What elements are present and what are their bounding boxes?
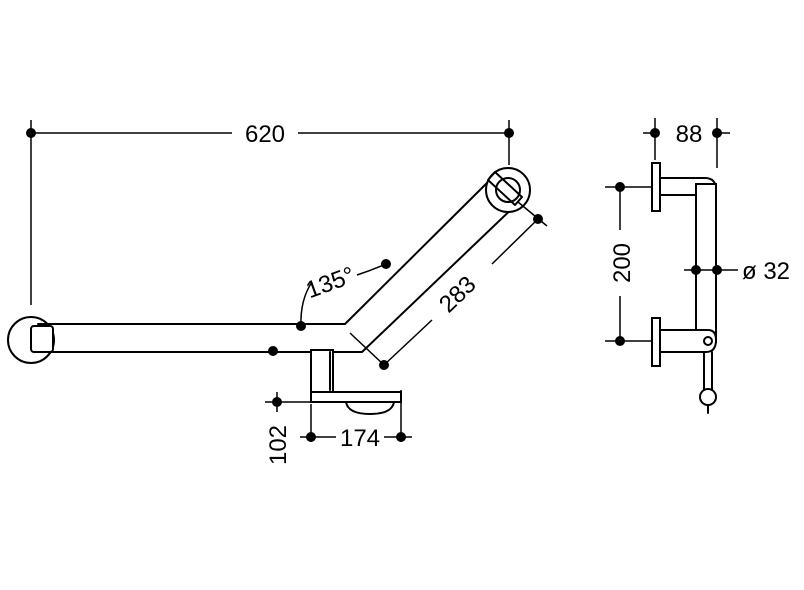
dim-bracket-height: 102: [265, 392, 311, 465]
dim-flange-spacing: 200: [605, 182, 652, 346]
top-wall-flange: [651, 162, 661, 212]
bottom-wall-flange: [651, 317, 661, 367]
left-flange-collar: [30, 325, 54, 353]
dim-overall-width: 620: [26, 120, 514, 305]
dim-label-200: 200: [609, 243, 636, 283]
vertical-tube: [695, 183, 717, 343]
dim-bracket-width: 174: [300, 390, 412, 452]
dim-angled-length: 283: [349, 201, 548, 370]
bottom-arm: [659, 329, 718, 353]
dim-label-102: 102: [265, 425, 292, 465]
support-foot-end: [699, 388, 717, 406]
dim-label-283: 283: [434, 271, 482, 318]
dim-label-174: 174: [340, 425, 380, 452]
grab-bar-tube: [37, 177, 520, 353]
dim-label-88: 88: [676, 121, 703, 148]
support-foot: [310, 391, 402, 403]
dim-label-620: 620: [245, 121, 285, 148]
side-view: [651, 162, 718, 414]
dim-tube-diameter: ø 32: [684, 258, 790, 285]
dim-label-angle: 135°: [302, 262, 358, 304]
support-foot-flange: [345, 401, 395, 415]
dim-side-depth: 88: [643, 118, 730, 168]
front-view: [7, 167, 531, 415]
dim-label-diameter: ø 32: [742, 258, 790, 285]
